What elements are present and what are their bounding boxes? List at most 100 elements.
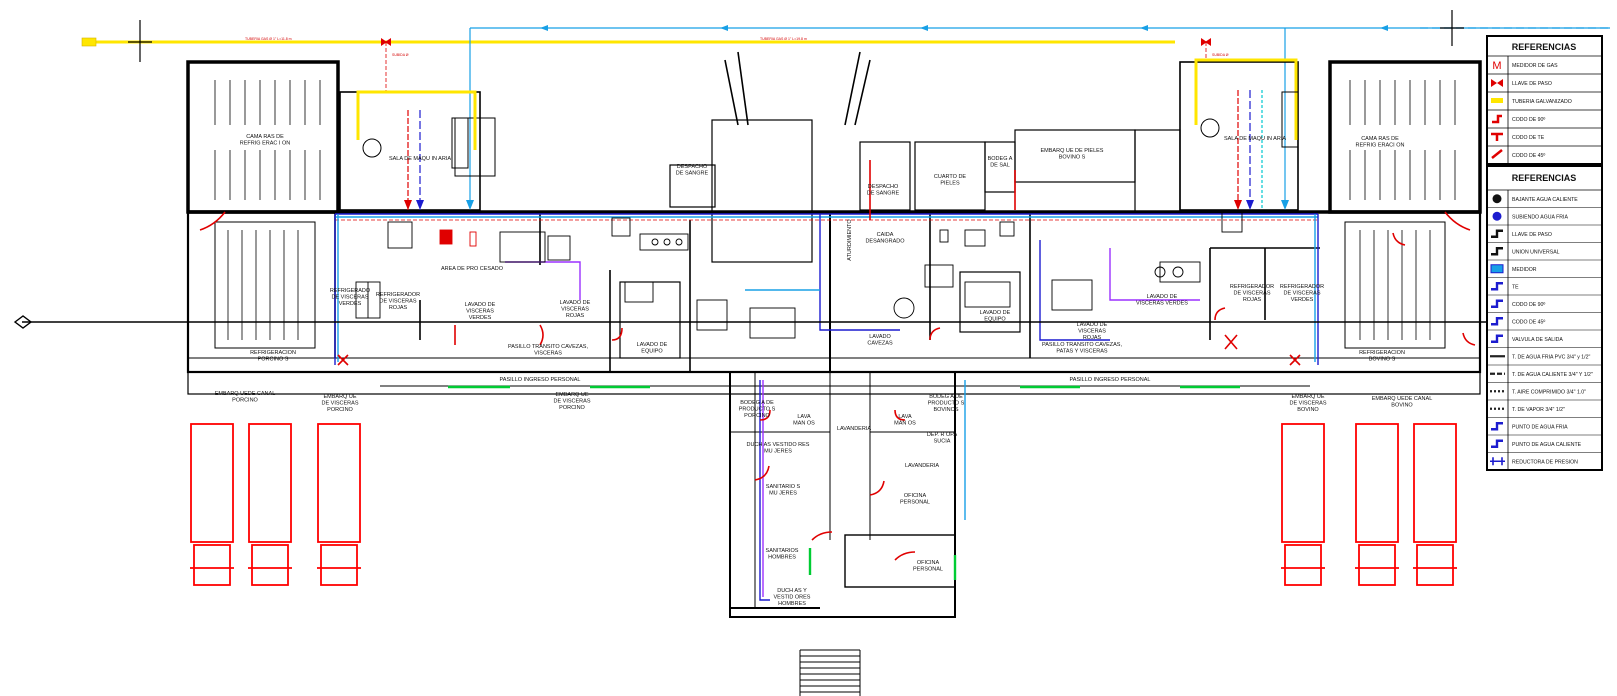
gas-meter-icon: M bbox=[1492, 60, 1501, 72]
legend-water-row: CODO DE 90º bbox=[1487, 299, 1602, 313]
legend-water: REFERENCIAS BAJANTE AGUA CALIENTE SUBIEND… bbox=[1486, 165, 1603, 471]
legend-water-row: T. DE AGUA FRIA PVC 3/4" y 1/2" bbox=[1487, 354, 1602, 366]
label-sala-maquinaria-right: SALA DE MAQU IN ARIA bbox=[1224, 136, 1286, 142]
truck-2 bbox=[248, 423, 292, 586]
green-door-strips bbox=[448, 385, 1240, 580]
legend-water-row: VALVULA DE SALIDA bbox=[1487, 334, 1602, 348]
pipe-note-gas-sub-a: SUBIDA Ø bbox=[392, 53, 409, 57]
legend-gas-title: REFERENCIAS bbox=[1512, 42, 1577, 52]
legend-gas-item-1: LLAVE DE PASO bbox=[1512, 81, 1552, 87]
legend-water-item-label: T. DE AGUA FRIA PVC 3/4" y 1/2" bbox=[1512, 354, 1591, 360]
elbow-90-icon bbox=[1492, 114, 1502, 124]
legend-water-item-label: SUBIENDO AGUA FRIA bbox=[1512, 214, 1568, 220]
label-lavanderia: LAVANDERIA bbox=[905, 463, 939, 469]
legend-water-item-label: PUNTO DE AGUA FRIA bbox=[1512, 424, 1568, 430]
reducer-icon bbox=[1490, 457, 1505, 466]
pipe-note-gas-b: TUBERIA GAS Ø 1" L=19.8 m bbox=[760, 37, 807, 41]
legend-water-row: CODO DE 45º bbox=[1487, 317, 1602, 331]
label-pasillo-transito-left: PASILLO TRANSITO CAVEZAS,VISCERAS bbox=[508, 344, 588, 356]
legend-water-row: LLAVE DE PASO bbox=[1487, 229, 1602, 243]
elbow-45-icon bbox=[1491, 317, 1503, 326]
cold-riser-icon bbox=[1492, 211, 1502, 221]
truck-3 bbox=[317, 423, 361, 586]
process-fixtures bbox=[355, 209, 1243, 339]
legend-water-item-label: T. DE AGUA CALIENTE 3/4" Y 1/2" bbox=[1512, 372, 1593, 378]
label-pasillo-ingreso-right: PASILLO INGRESO PERSONAL bbox=[1070, 377, 1151, 383]
legend-water-item-label: TE bbox=[1512, 284, 1519, 290]
trucks bbox=[190, 423, 1457, 586]
valve-icon bbox=[1491, 79, 1503, 87]
legend-water-row: T. AIRE COMPRIMIDO 3/4" 1.0" bbox=[1487, 389, 1602, 401]
legend-water-row: MEDIDOR bbox=[1487, 264, 1602, 278]
label-sala-maquinaria-left: SALA DE MAQU IN ARIA bbox=[389, 156, 451, 162]
service-lines: TUBERIA GAS Ø 1" L=11.8 m TUBERIA GAS Ø … bbox=[81, 10, 1610, 208]
hot-point-icon bbox=[1491, 439, 1503, 448]
label-pasillo-ingreso-left: PASILLO INGRESO PERSONAL bbox=[500, 377, 581, 383]
elbow-90-icon bbox=[1491, 299, 1503, 308]
legend-gas: REFERENCIAS M MEDIDOR DE GAS LLAVE DE PA… bbox=[1486, 35, 1603, 165]
legend-water-row: BAJANTE AGUA CALIENTE bbox=[1487, 194, 1602, 208]
distribution-headers bbox=[334, 213, 1319, 601]
legend-water-item-label: T. AIRE COMPRIMIDO 3/4" 1.0" bbox=[1512, 389, 1586, 395]
check-valve-icon bbox=[1491, 334, 1503, 343]
union-icon bbox=[1491, 247, 1503, 256]
legend-gas-item-4: CODO DE TE bbox=[1512, 135, 1545, 141]
legend-water-item-label: LLAVE DE PASO bbox=[1512, 232, 1552, 238]
legend-water-item-label: CODO DE 90º bbox=[1512, 302, 1545, 308]
legend-gas-item-0: MEDIDOR DE GAS bbox=[1512, 63, 1558, 69]
legend-gas-item-5: CODO DE 45º bbox=[1512, 153, 1545, 159]
label-area-procesado: AREA DE PRO CESADO bbox=[441, 266, 504, 272]
truck-4 bbox=[1281, 423, 1325, 586]
truck-1 bbox=[190, 423, 234, 586]
legend-water-item-label: T. DE VAPOR 3/4" 1/2" bbox=[1512, 407, 1565, 413]
doors bbox=[199, 160, 1476, 561]
legend-water-title: REFERENCIAS bbox=[1512, 173, 1577, 183]
machinery-gas-loops bbox=[356, 58, 1298, 150]
cold-point-icon bbox=[1491, 422, 1503, 431]
meter-icon bbox=[1490, 264, 1504, 274]
label-lavanderia-small: LAVANDERIA bbox=[837, 426, 871, 432]
legend-water-row: TE bbox=[1487, 282, 1602, 296]
elbow-45-icon bbox=[1491, 149, 1503, 159]
label-aturdimiento: ATURDIMIENTO bbox=[847, 219, 853, 261]
legend-water-row: T. DE VAPOR 3/4" 1/2" bbox=[1487, 407, 1602, 418]
legend-water-item-label: CODO DE 45º bbox=[1512, 319, 1545, 325]
label-pasillo-transito-right: PASILLO TRANSITO CAVEZAS,PATAS Y VISCERA… bbox=[1042, 342, 1122, 354]
truck-6 bbox=[1413, 423, 1457, 586]
legend-water-row: PUNTO DE AGUA CALIENTE bbox=[1487, 439, 1602, 453]
valve-icon bbox=[1491, 229, 1503, 238]
